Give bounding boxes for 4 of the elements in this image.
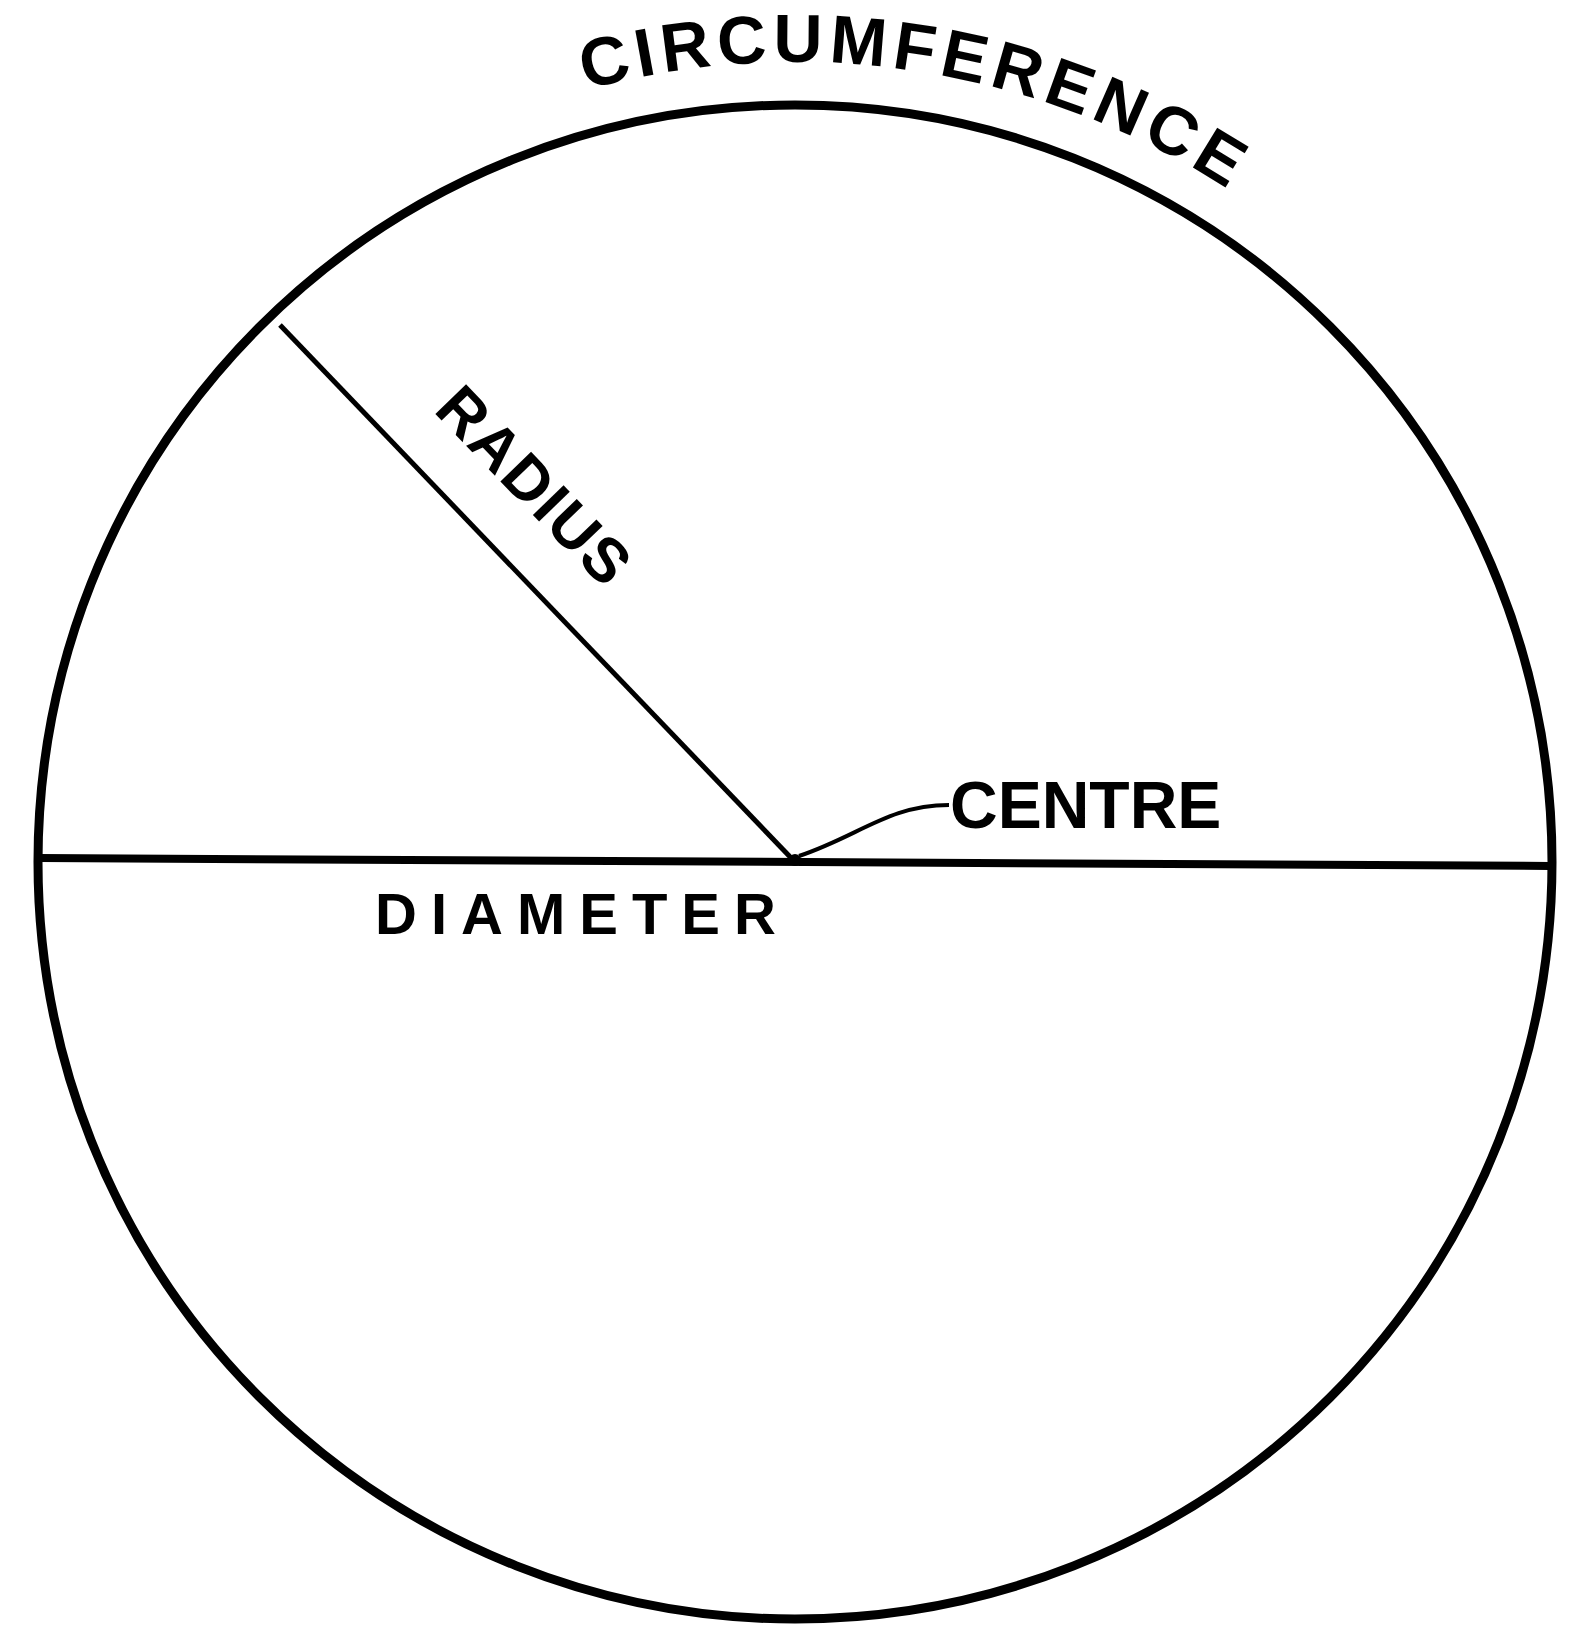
- part-label: DIAMETER: [375, 885, 790, 943]
- leader-line: [798, 803, 950, 858]
- callout-label: CENTRE: [950, 772, 1222, 838]
- centre-point: [789, 854, 801, 866]
